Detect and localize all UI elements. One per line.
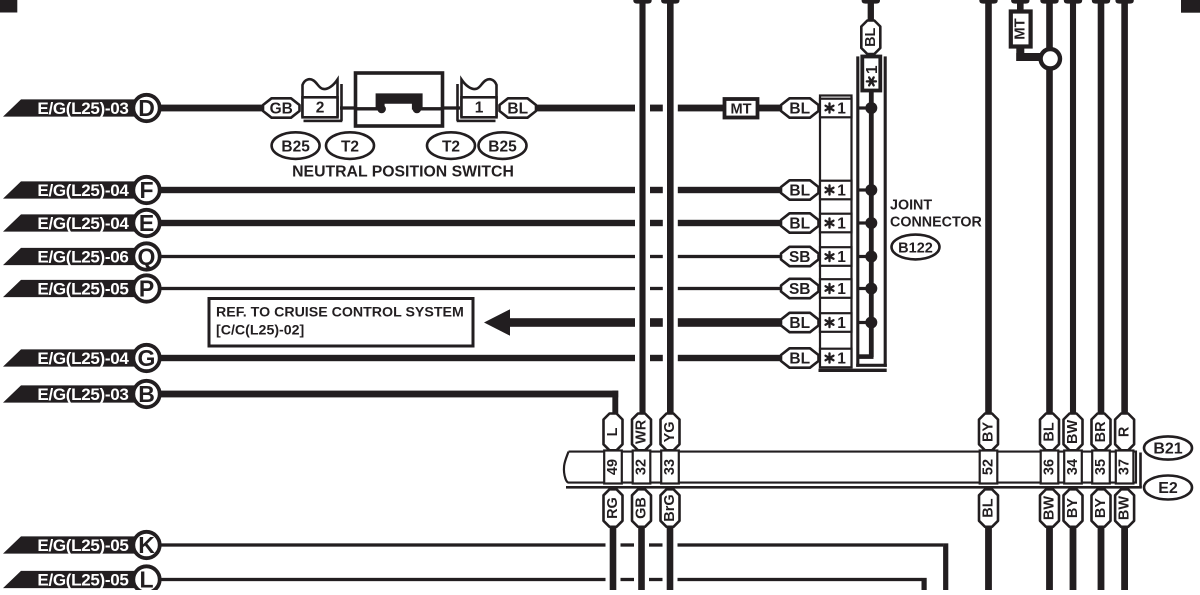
svg-text:GB: GB: [270, 100, 293, 117]
svg-text:L: L: [605, 427, 621, 436]
svg-text:BW: BW: [1117, 496, 1133, 520]
svg-text:CONNECTOR: CONNECTOR: [890, 215, 983, 231]
svg-text:1: 1: [837, 315, 846, 332]
svg-text:37: 37: [1117, 459, 1133, 475]
svg-text:BY: BY: [1065, 498, 1081, 518]
svg-text:1: 1: [837, 182, 846, 199]
svg-text:BR: BR: [1093, 421, 1109, 442]
svg-text:E/G(L25)-03: E/G(L25)-03: [37, 385, 128, 404]
svg-text:1: 1: [837, 215, 846, 232]
svg-text:BL: BL: [789, 215, 810, 232]
svg-text:GB: GB: [634, 497, 650, 519]
svg-text:35: 35: [1093, 459, 1109, 475]
svg-text:JOINT: JOINT: [890, 198, 932, 214]
svg-text:BL: BL: [789, 315, 810, 332]
svg-text:E/G(L25)-05: E/G(L25)-05: [37, 536, 128, 555]
svg-text:E/G(L25)-05: E/G(L25)-05: [37, 571, 128, 590]
svg-text:BL: BL: [1042, 422, 1058, 441]
svg-text:G: G: [138, 345, 156, 371]
svg-text:YG: YG: [662, 421, 678, 442]
svg-text:BW: BW: [1042, 496, 1058, 520]
svg-text:1: 1: [837, 100, 846, 117]
svg-text:B21: B21: [1153, 441, 1182, 458]
svg-text:BrG: BrG: [662, 494, 678, 521]
svg-text:SB: SB: [789, 249, 811, 266]
svg-text:D: D: [138, 95, 155, 121]
svg-text:BL: BL: [789, 182, 810, 199]
svg-text:BL: BL: [981, 498, 997, 517]
svg-text:BL: BL: [863, 27, 879, 46]
svg-text:49: 49: [605, 459, 621, 475]
svg-text:36: 36: [1042, 459, 1058, 475]
svg-text:BL: BL: [789, 350, 810, 367]
svg-text:T2: T2: [341, 138, 359, 155]
svg-text:NEUTRAL POSITION SWITCH: NEUTRAL POSITION SWITCH: [292, 164, 514, 181]
svg-text:1: 1: [864, 65, 881, 74]
svg-text:WR: WR: [634, 419, 650, 444]
svg-text:BW: BW: [1065, 420, 1081, 444]
svg-text:B25: B25: [281, 138, 310, 155]
svg-text:BL: BL: [507, 100, 528, 117]
svg-text:E/G(L25)-04: E/G(L25)-04: [37, 214, 129, 233]
svg-text:E2: E2: [1158, 480, 1178, 497]
svg-text:34: 34: [1065, 459, 1081, 475]
svg-text:T2: T2: [442, 138, 460, 155]
svg-text:1: 1: [837, 249, 846, 266]
svg-text:F: F: [139, 177, 153, 203]
svg-text:B25: B25: [488, 138, 517, 155]
svg-text:P: P: [139, 276, 154, 302]
svg-text:L: L: [139, 567, 153, 590]
svg-text:MT: MT: [730, 101, 751, 117]
svg-text:E/G(L25)-04: E/G(L25)-04: [37, 349, 129, 368]
svg-text:33: 33: [662, 459, 678, 475]
svg-text:32: 32: [634, 459, 650, 475]
svg-text:1: 1: [475, 100, 484, 117]
svg-text:E/G(L25)-06: E/G(L25)-06: [37, 248, 128, 267]
svg-text:E/G(L25)-05: E/G(L25)-05: [37, 280, 128, 299]
svg-text:1: 1: [837, 281, 846, 298]
svg-text:E/G(L25)-04: E/G(L25)-04: [37, 181, 129, 200]
svg-text:RG: RG: [605, 497, 621, 519]
svg-text:2: 2: [316, 100, 325, 117]
svg-text:BY: BY: [1093, 498, 1109, 518]
svg-text:BY: BY: [981, 422, 997, 442]
svg-text:B122: B122: [898, 240, 933, 256]
svg-text:52: 52: [981, 459, 997, 475]
svg-text:SB: SB: [789, 281, 811, 298]
svg-text:BL: BL: [789, 100, 810, 117]
svg-text:K: K: [138, 532, 155, 558]
svg-text:B: B: [138, 381, 155, 407]
svg-text:E: E: [139, 210, 154, 236]
svg-text:1: 1: [837, 350, 846, 367]
svg-text:MT: MT: [1013, 18, 1029, 39]
svg-text:E/G(L25)-03: E/G(L25)-03: [37, 99, 128, 118]
svg-text:R: R: [1117, 426, 1133, 437]
svg-text:Q: Q: [138, 244, 156, 270]
svg-text:REF. TO CRUISE CONTROL SYSTEM: REF. TO CRUISE CONTROL SYSTEM: [216, 305, 464, 321]
svg-text:[C/C(L25)-02]: [C/C(L25)-02]: [216, 323, 304, 339]
